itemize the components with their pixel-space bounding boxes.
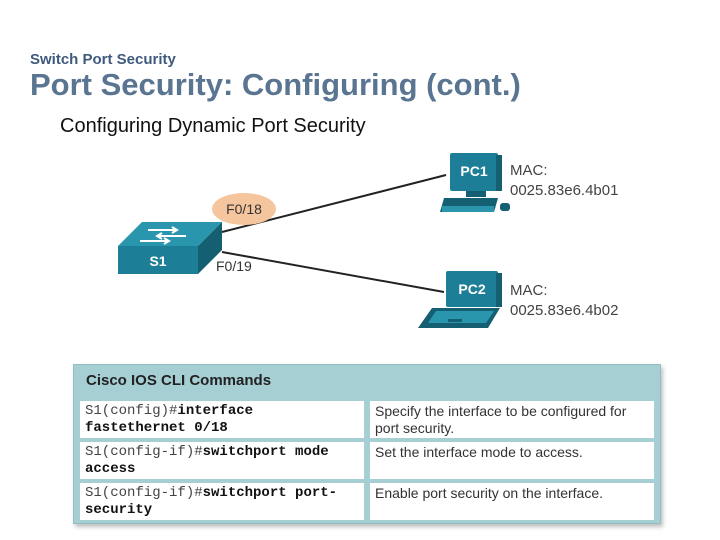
topology-diagram: F0/18 F0/19 S1 PC1 PC2 [118, 153, 510, 328]
switch-arrows-icon [140, 226, 186, 245]
pc1-mac-address: 0025.83e6.4b01 [510, 182, 619, 199]
page-title: Port Security: Configuring (cont.) [30, 67, 521, 102]
link-s1-pc2 [221, 251, 445, 293]
cli-prompt: S1(config)# [85, 403, 178, 419]
cli-row: S1(config-if)#switchport mode access Set… [80, 442, 654, 479]
cli-command-cell: S1(config)#interface fastethernet 0/18 [80, 401, 364, 438]
pc2-label: PC2 [458, 281, 485, 297]
cli-command-cell: S1(config-if)#switchport port-security [80, 483, 364, 520]
pc2-device: PC2 [418, 271, 502, 328]
cli-command: switchport mode access [85, 444, 329, 477]
pc2-mac-address: 0025.83e6.4b02 [510, 302, 619, 319]
cli-commands-panel: Cisco IOS CLI Commands S1(config)#interf… [73, 364, 661, 524]
cli-description-cell: Set the interface mode to access. [370, 442, 654, 479]
cli-prompt: S1(config-if)# [85, 485, 203, 501]
cli-prompt: S1(config-if)# [85, 444, 203, 460]
port-f019-label: F0/19 [216, 258, 252, 274]
cli-row: S1(config-if)#switchport port-security E… [80, 483, 654, 520]
pc1-device: PC1 [440, 153, 510, 212]
mouse-icon [500, 203, 510, 211]
cli-command-cell: S1(config-if)#switchport mode access [80, 442, 364, 479]
switch-s1: S1 [118, 222, 222, 274]
cli-command: interface fastethernet 0/18 [85, 403, 254, 436]
cli-heading: Cisco IOS CLI Commands [86, 372, 272, 389]
switch-s1-label: S1 [149, 253, 166, 269]
pc1-mac-caption: MAC: [510, 162, 548, 179]
port-f018-label: F0/18 [226, 201, 262, 217]
cli-command: switchport port-security [85, 485, 338, 518]
port-f018-highlight: F0/18 [212, 193, 276, 225]
pc2-mac-caption: MAC: [510, 282, 548, 299]
section-eyebrow: Switch Port Security [30, 51, 176, 68]
cli-description-cell: Enable port security on the interface. [370, 483, 654, 520]
trackpad-icon [448, 319, 462, 322]
cli-description-cell: Specify the interface to be configured f… [370, 401, 654, 438]
pc1-label: PC1 [460, 163, 487, 179]
page-subtitle: Configuring Dynamic Port Security [60, 115, 366, 137]
cli-row: S1(config)#interface fastethernet 0/18 S… [80, 401, 654, 438]
